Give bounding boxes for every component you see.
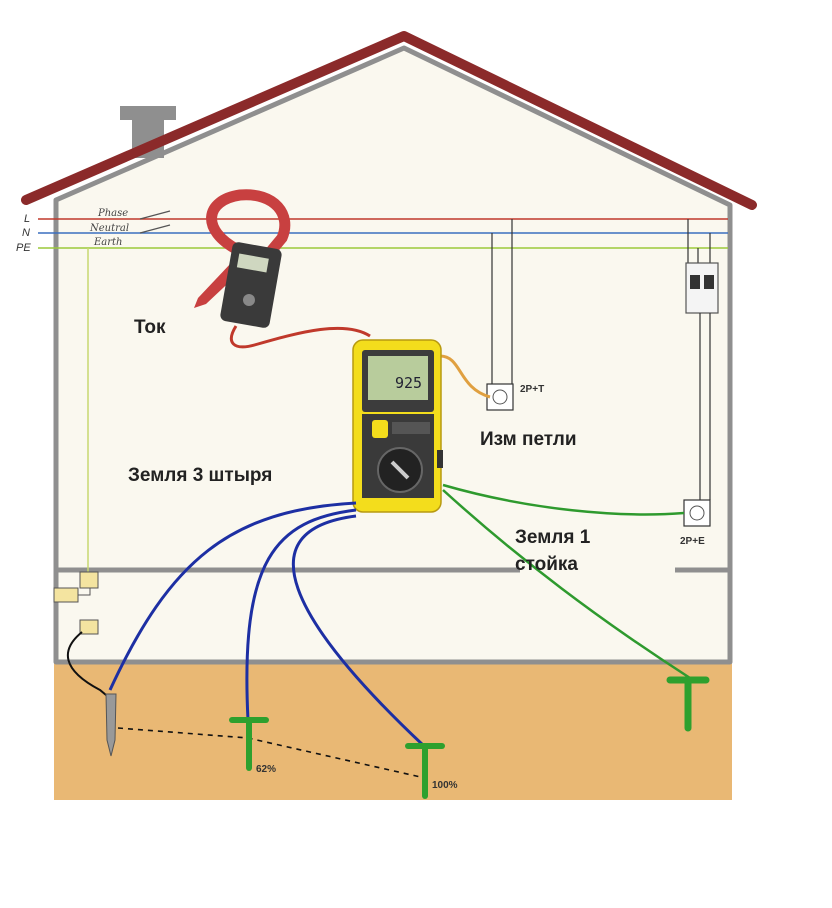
wire-label-neutral: Neutral (89, 223, 129, 234)
label-current: Ток (134, 317, 166, 338)
earth-electrode (105, 693, 117, 757)
socket-drop (491, 219, 513, 384)
label-loop: Изм петли (480, 429, 577, 450)
wire-label-phase: Phase (97, 208, 128, 219)
loop-green-cable (442, 483, 685, 516)
main-switch (139, 210, 171, 234)
label-earth-1-line2: стойка (515, 554, 578, 575)
breaker-drop (687, 219, 711, 263)
earth-terminal-lower (79, 619, 99, 635)
socket-2p-t (486, 383, 514, 411)
ground (54, 662, 732, 800)
earth-tester (352, 339, 443, 513)
loop-cable (439, 354, 491, 399)
label-earth-1-line1: Земля 1 (515, 527, 591, 548)
probe-cable-62 (245, 508, 357, 721)
label-earth-3: Земля 3 штыря (128, 465, 272, 486)
stake-single (666, 676, 710, 732)
chimney (120, 106, 176, 120)
label-62-percent: 62% (256, 764, 276, 775)
stake-62 (229, 717, 269, 771)
earth-terminal-block (53, 587, 79, 603)
stake-100 (405, 743, 445, 799)
wire-label-earth: Earth (93, 237, 123, 248)
earth-terminal-upper (79, 571, 99, 589)
line-label-l: L (24, 213, 30, 225)
socket-2p-t-label: 2P+T (520, 384, 544, 395)
line-label-n: N (22, 227, 30, 239)
roof (21, 31, 757, 210)
probe-cable-electrode (108, 501, 357, 691)
line-label-pe: PE (16, 242, 31, 254)
socket-2p-e (683, 499, 711, 527)
clamp-meter (194, 189, 291, 328)
earth-electrode-wire (66, 631, 113, 701)
socket-2p-e-label: 2P+E (680, 536, 705, 547)
clamp-meter-cable (230, 325, 371, 349)
stake-cable (442, 489, 691, 680)
label-100-percent: 100% (432, 780, 458, 791)
probe-cable-100 (291, 514, 426, 748)
meter-display: 925 (395, 374, 422, 392)
